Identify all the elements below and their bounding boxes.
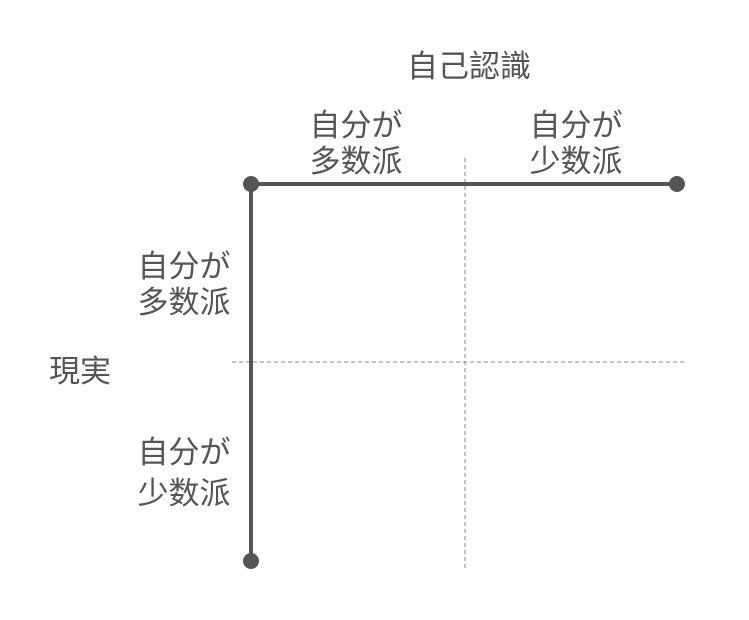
top-axis-title: 自己認識 (407, 49, 531, 85)
column-label-minority-line2: 少数派 (530, 144, 623, 180)
column-label-majority-line2: 多数派 (310, 144, 403, 180)
left-axis-title: 現実 (49, 354, 111, 390)
row-label-minority-line2: 少数派 (138, 476, 231, 512)
column-label-majority-line1: 自分が (310, 108, 403, 144)
row-label-minority-line1: 自分が (138, 435, 231, 471)
left-axis-end-dot (243, 553, 259, 569)
column-label-minority-line1: 自分が (530, 108, 623, 144)
origin-dot (243, 176, 259, 192)
row-label-majority-line1: 自分が (138, 249, 231, 285)
top-axis-end-dot (669, 176, 685, 192)
row-label-majority-line2: 多数派 (138, 285, 231, 321)
